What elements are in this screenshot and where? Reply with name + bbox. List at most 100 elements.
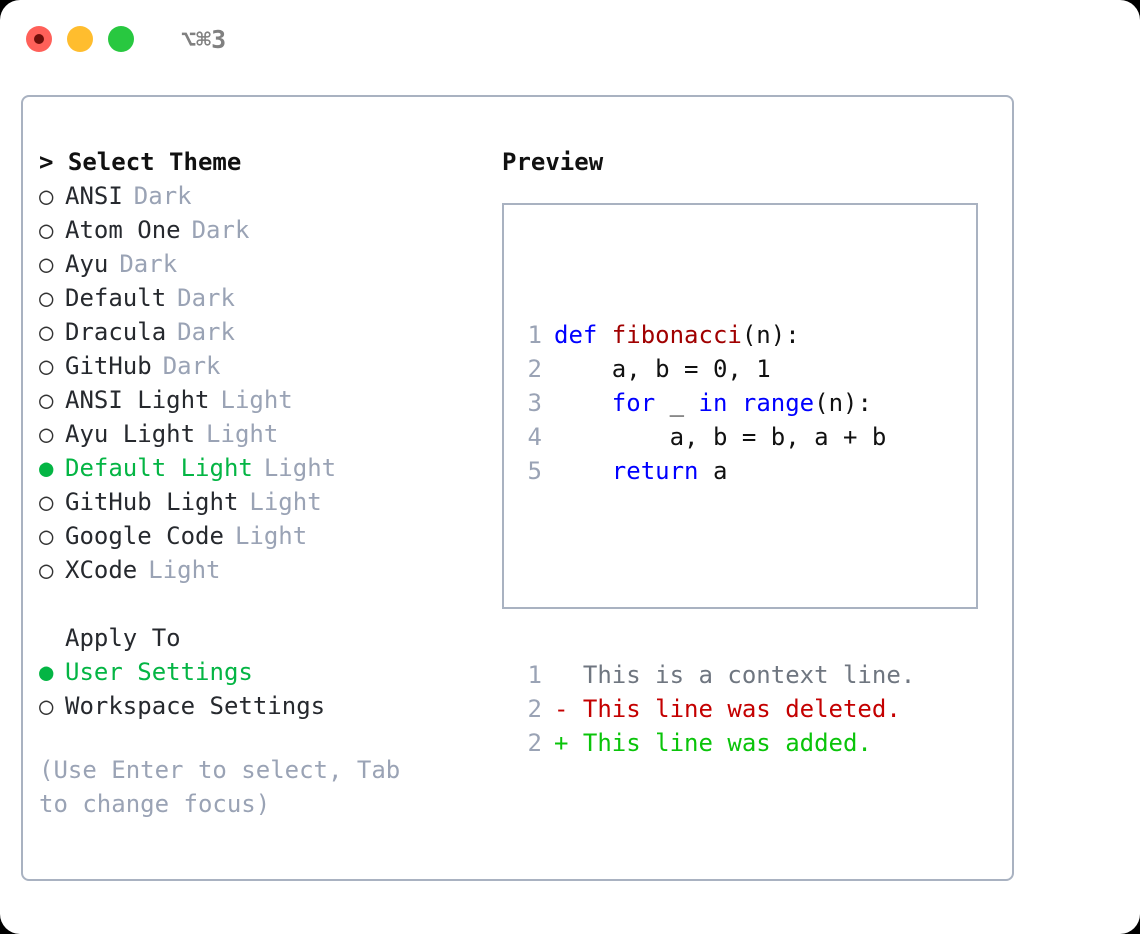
theme-list-item[interactable]: ○ Default Dark bbox=[39, 281, 499, 315]
radio-selected-icon: ● bbox=[39, 454, 54, 482]
preview-title: Preview bbox=[502, 148, 604, 176]
code-token: for bbox=[611, 389, 656, 417]
line-number: 2 bbox=[527, 729, 542, 757]
radio-unselected-icon: ○ bbox=[39, 692, 54, 720]
code-token: (n): bbox=[741, 321, 800, 349]
select-theme-header: > Select Theme bbox=[39, 145, 499, 179]
line-number: 1 bbox=[527, 661, 542, 689]
code-token: a, b = 0, 1 bbox=[554, 355, 771, 383]
theme-item-label: Default Light bbox=[65, 454, 253, 482]
code-token: return bbox=[611, 457, 699, 485]
apply-to-item-label: Workspace Settings bbox=[65, 692, 326, 720]
theme-list-item[interactable]: ○ ANSI Dark bbox=[39, 179, 499, 213]
close-window-button[interactable] bbox=[26, 26, 52, 52]
theme-item-label: Default bbox=[65, 284, 167, 312]
code-token: a bbox=[698, 457, 728, 485]
radio-unselected-icon: ○ bbox=[39, 488, 54, 516]
apply-to-item[interactable]: ○ Workspace Settings bbox=[39, 689, 499, 723]
apply-to-item-label: User Settings bbox=[65, 658, 253, 686]
theme-item-category: Light bbox=[249, 488, 322, 516]
line-number: 5 bbox=[527, 457, 542, 485]
theme-list-item[interactable]: ○ GitHub Light Light bbox=[39, 485, 499, 519]
keyboard-hint-text: (Use Enter to select, Tab to change focu… bbox=[39, 756, 401, 818]
maximize-window-button[interactable] bbox=[108, 26, 134, 52]
theme-list-item[interactable]: ○ Ayu Dark bbox=[39, 247, 499, 281]
theme-list-item[interactable]: ○ XCode Light bbox=[39, 553, 499, 587]
code-diff-gap bbox=[516, 556, 915, 590]
theme-item-label: Ayu bbox=[65, 250, 109, 278]
theme-item-label: ANSI Light bbox=[65, 386, 210, 414]
theme-item-category: Light bbox=[234, 522, 308, 550]
line-number: 1 bbox=[527, 321, 542, 349]
diff-line-text: This is a context line. bbox=[554, 661, 916, 689]
theme-item-category: Light bbox=[148, 556, 221, 584]
theme-item-category: Dark bbox=[119, 250, 178, 278]
apply-to-header-label: Apply To bbox=[65, 624, 181, 652]
radio-unselected-icon: ○ bbox=[39, 284, 54, 312]
radio-unselected-icon: ○ bbox=[39, 250, 54, 278]
apply-to-header: Apply To bbox=[39, 621, 499, 655]
code-line: 2 a, b = 0, 1 bbox=[516, 352, 915, 386]
minimize-window-button[interactable] bbox=[67, 26, 93, 52]
radio-unselected-icon: ○ bbox=[39, 420, 54, 448]
diff-line-text: + This line was added. bbox=[554, 729, 872, 757]
theme-item-label: Google Code bbox=[65, 522, 224, 550]
theme-item-category: Light bbox=[220, 386, 293, 414]
diff-line: 2 + This line was added. bbox=[516, 726, 915, 760]
theme-list-item[interactable]: ○ Dracula Dark bbox=[39, 315, 499, 349]
theme-item-label: XCode bbox=[65, 556, 138, 584]
code-token: fibonacci bbox=[611, 321, 742, 349]
code-line: 5 return a bbox=[516, 454, 915, 488]
apply-to-list[interactable]: ● User Settings ○ Workspace Settings bbox=[39, 655, 499, 723]
line-number: 2 bbox=[527, 695, 542, 723]
theme-item-category: Dark bbox=[191, 216, 250, 244]
apply-to-item[interactable]: ● User Settings bbox=[39, 655, 499, 689]
code-token: _ bbox=[655, 389, 699, 417]
radio-unselected-icon: ○ bbox=[39, 386, 54, 414]
theme-item-label: Atom One bbox=[65, 216, 181, 244]
code-token: a, b = b, a + b bbox=[554, 423, 887, 451]
radio-unselected-icon: ○ bbox=[39, 352, 54, 380]
radio-unselected-icon: ○ bbox=[39, 182, 54, 210]
code-line: 3 for _ in range(n): bbox=[516, 386, 915, 420]
theme-item-label: ANSI bbox=[65, 182, 123, 210]
code-token bbox=[554, 454, 612, 488]
diff-line: 1 This is a context line. bbox=[516, 658, 916, 692]
section-gap bbox=[39, 587, 499, 621]
code-token: (n): bbox=[814, 389, 872, 417]
theme-item-label: GitHub Light bbox=[65, 488, 239, 516]
line-number: 4 bbox=[527, 423, 542, 451]
code-token bbox=[554, 386, 612, 420]
theme-list-item[interactable]: ○ ANSI Light Light bbox=[39, 383, 499, 417]
theme-item-category: Dark bbox=[133, 182, 192, 210]
radio-unselected-icon: ○ bbox=[39, 556, 54, 584]
keyboard-shortcut-label: ⌥⌘3 bbox=[181, 24, 227, 54]
theme-item-category: Dark bbox=[177, 318, 235, 346]
code-token bbox=[727, 386, 741, 420]
radio-selected-icon: ● bbox=[39, 658, 54, 686]
theme-item-label: Dracula bbox=[65, 318, 167, 346]
diff-sample: 1 This is a context line.2- This line wa… bbox=[516, 658, 916, 760]
diff-line: 2- This line was deleted. bbox=[516, 692, 915, 726]
select-theme-header-label: > Select Theme bbox=[39, 148, 242, 176]
code-line: 4 a, b = b, a + b bbox=[516, 420, 915, 454]
radio-unselected-icon: ○ bbox=[39, 318, 54, 346]
theme-item-category: Dark bbox=[177, 284, 235, 312]
theme-item-category: Dark bbox=[162, 352, 221, 380]
close-icon bbox=[34, 34, 44, 44]
traffic-lights bbox=[26, 26, 134, 52]
